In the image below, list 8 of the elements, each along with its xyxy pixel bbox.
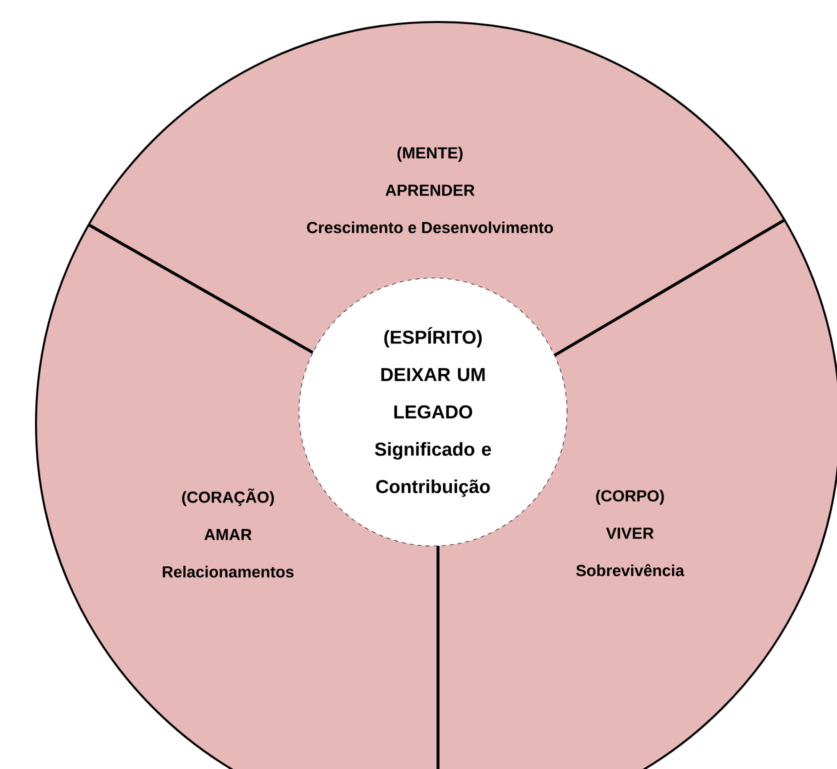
node-label: VIVER (606, 528, 654, 539)
node-label: (MENTE) (397, 146, 463, 162)
node-label: APRENDER (386, 184, 475, 196)
node-label: AMAR (204, 529, 252, 540)
node-label: (CORAÇÃO) (182, 488, 274, 506)
node-label: (CORPO) (596, 490, 664, 505)
node-label: Relacionamentos (162, 566, 294, 578)
node-label: Sobrevivência (576, 564, 684, 576)
